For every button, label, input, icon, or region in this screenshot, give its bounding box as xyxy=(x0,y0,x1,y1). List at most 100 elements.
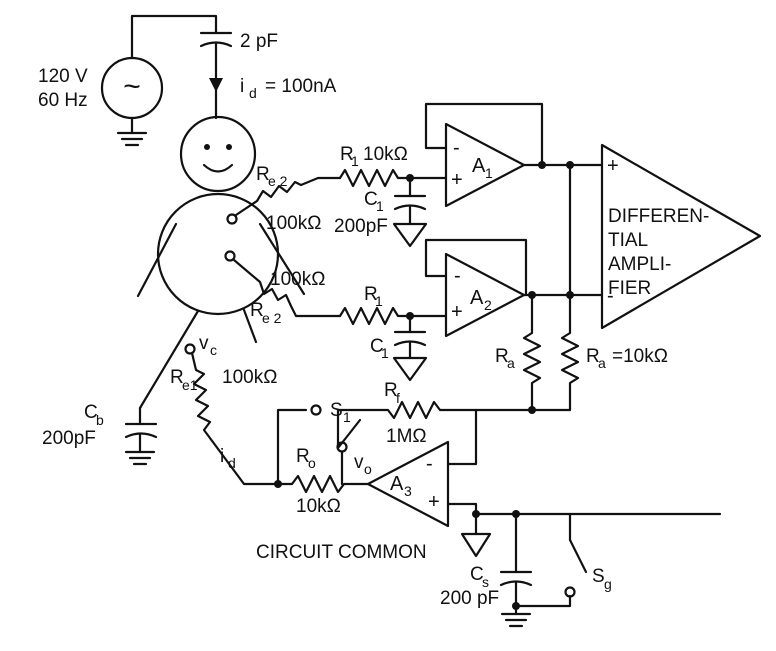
svg-text:e 2: e 2 xyxy=(268,173,288,189)
svg-text:d: d xyxy=(228,455,236,471)
cs-value: 200 pF xyxy=(440,588,499,609)
svg-text:FIER: FIER xyxy=(608,278,651,299)
svg-text:C: C xyxy=(470,564,484,585)
head xyxy=(179,115,257,193)
re2-top-value: 100kΩ xyxy=(266,213,321,234)
ac-source: ~ 120 V 60 Hz xyxy=(38,14,218,147)
electrode-leg xyxy=(184,343,196,355)
c1-value: 200pF xyxy=(334,216,388,237)
svg-text:-: - xyxy=(426,453,433,475)
svg-text:s: s xyxy=(482,574,489,590)
svg-text:AMPLI-: AMPLI- xyxy=(608,254,671,275)
svg-text:-: - xyxy=(453,137,460,159)
svg-text:TIAL: TIAL xyxy=(608,230,648,251)
ra-right-resistor: R a =10kΩ xyxy=(530,163,668,412)
cb-capacitor: C b 200pF xyxy=(42,402,158,466)
coupling-cap-value: 2 pF xyxy=(240,31,278,52)
svg-text:R: R xyxy=(296,446,310,467)
differential-amplifier: + - DIFFEREN- TIAL AMPLI- FIER xyxy=(600,143,762,330)
cb-value: 200pF xyxy=(42,428,96,449)
vo-label: v o xyxy=(354,452,372,477)
leg-left xyxy=(138,309,200,410)
svg-text:+: + xyxy=(428,491,440,513)
svg-text:1: 1 xyxy=(351,153,359,169)
svg-text:1: 1 xyxy=(485,165,493,181)
opamp-a2: - + A 2 xyxy=(424,238,604,338)
s1-switch: S 1 xyxy=(276,400,362,486)
c1-top-capacitor: C 1 200pF xyxy=(334,174,428,248)
svg-text:S: S xyxy=(330,400,343,421)
c1-bottom-capacitor: C 1 xyxy=(370,312,428,382)
svg-text:o: o xyxy=(308,455,316,471)
coupling-capacitor: 2 pF xyxy=(199,31,278,120)
svg-text:v: v xyxy=(354,452,364,473)
svg-text:1: 1 xyxy=(376,198,384,214)
eye-right xyxy=(226,144,232,150)
r1-value: 10kΩ xyxy=(363,144,408,165)
svg-text:A: A xyxy=(472,155,486,177)
svg-text:R: R xyxy=(384,380,398,401)
id-label-top: i d = 100nA xyxy=(240,76,337,101)
svg-text:C: C xyxy=(370,336,384,357)
opamp-a3: - + A 3 xyxy=(366,408,722,528)
circuit-common-label: CIRCUIT COMMON xyxy=(256,542,427,563)
svg-text:2: 2 xyxy=(484,297,492,313)
svg-text:R: R xyxy=(170,367,184,388)
leg-right xyxy=(242,308,258,344)
svg-text:e 2: e 2 xyxy=(262,310,282,326)
svg-text:R: R xyxy=(250,300,264,321)
eye-left xyxy=(204,144,210,150)
svg-text:b: b xyxy=(96,412,104,428)
svg-text:C: C xyxy=(84,402,98,423)
cs-capacitor: C s 200 pF xyxy=(440,512,533,628)
sg-switch: S g xyxy=(512,512,612,610)
svg-text:i: i xyxy=(220,446,224,467)
svg-text:f: f xyxy=(396,390,400,406)
smile xyxy=(202,163,234,173)
rf-resistor: R f 1MΩ xyxy=(336,380,534,450)
electrode-right-arm xyxy=(226,213,238,225)
svg-text:3: 3 xyxy=(404,483,412,499)
source-voltage: 120 V xyxy=(38,66,88,87)
svg-text:A: A xyxy=(470,287,484,309)
svg-text:S: S xyxy=(592,566,605,587)
svg-text:c: c xyxy=(210,342,217,358)
svg-text:a: a xyxy=(598,355,606,371)
ro-value: 10kΩ xyxy=(296,496,341,517)
ro-resistor: R o 10kΩ xyxy=(274,446,370,517)
svg-text:R: R xyxy=(340,144,354,165)
svg-text:R: R xyxy=(495,346,509,367)
svg-text:i: i xyxy=(240,76,244,97)
re1-value: 100kΩ xyxy=(222,367,277,388)
re2-bottom-value: 100kΩ xyxy=(270,269,325,290)
re1-resistor: v c R e1 100kΩ i d xyxy=(170,333,280,486)
svg-text:1: 1 xyxy=(343,409,351,425)
svg-text:g: g xyxy=(604,576,612,592)
arm-left xyxy=(136,222,178,298)
ra-left-resistor: R a xyxy=(495,293,542,414)
svg-text:d: d xyxy=(249,85,257,101)
tilde-icon: ~ xyxy=(123,70,141,103)
svg-text:+: + xyxy=(607,155,619,177)
r1-top-resistor: R 1 10kΩ xyxy=(338,144,448,188)
source-frequency: 60 Hz xyxy=(38,90,88,111)
r1-bottom-resistor: R 1 xyxy=(338,284,448,326)
svg-text:a: a xyxy=(507,355,515,371)
svg-text:e1: e1 xyxy=(182,377,198,393)
opamp-a1: - + A 1 xyxy=(424,102,604,208)
svg-text:R: R xyxy=(586,346,600,367)
svg-text:R: R xyxy=(364,284,378,305)
id-value: = 100nA xyxy=(265,76,337,97)
svg-text:DIFFEREN-: DIFFEREN- xyxy=(608,206,709,227)
svg-text:R: R xyxy=(256,164,270,185)
torso xyxy=(156,192,280,316)
svg-text:C: C xyxy=(364,189,378,210)
svg-text:1: 1 xyxy=(381,345,389,361)
current-arrow-icon xyxy=(209,78,223,92)
svg-text:+: + xyxy=(451,301,463,323)
svg-text:v: v xyxy=(199,333,209,354)
re2-top-resistor: R e 2 100kΩ xyxy=(234,164,342,234)
svg-text:-: - xyxy=(607,285,614,307)
